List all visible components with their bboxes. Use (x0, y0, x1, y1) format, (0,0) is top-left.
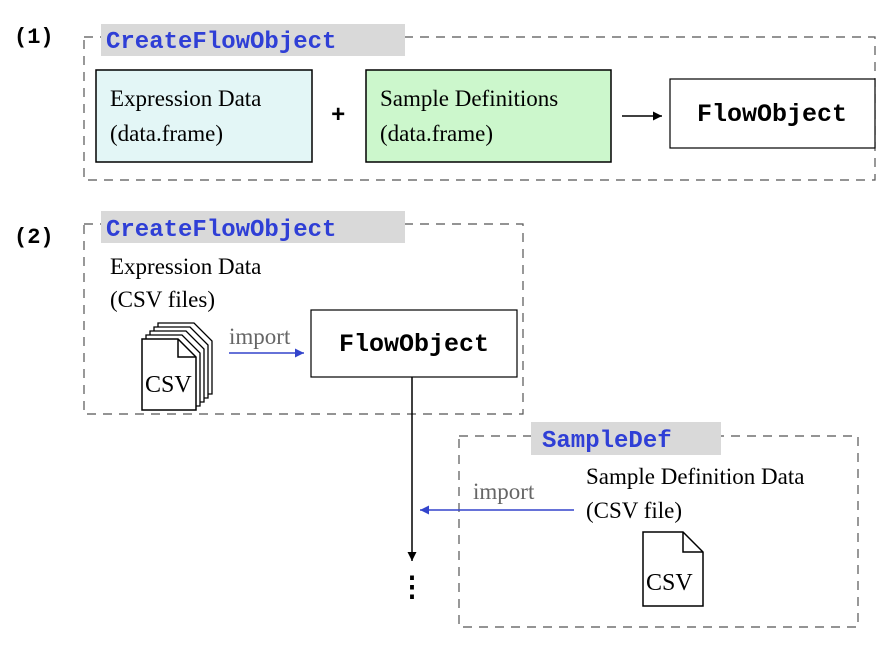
continuation-dots: ⋮ (398, 572, 426, 603)
section1-function-label-bg (101, 24, 405, 56)
csv-files-stack-label: CSV (145, 372, 192, 398)
sample-definition-text-line2: (CSV file) (586, 498, 682, 523)
section2-function-label-bg (101, 211, 405, 243)
section2-function-label: CreateFlowObject (106, 217, 336, 244)
section1-function-label: CreateFlowObject (106, 29, 336, 56)
flowobject-box-2 (310, 309, 518, 378)
flowobject-box-1 (669, 78, 876, 149)
csv-files-stack-icon (141, 322, 213, 411)
flowobject-label-2: FlowObject (339, 330, 489, 359)
section2-dashed-frame (83, 223, 524, 415)
plus-sign: + (331, 103, 345, 130)
step-label-1: (1) (14, 25, 54, 50)
section3-function-label: SampleDef (542, 428, 672, 455)
step-label-2: (2) (14, 225, 54, 250)
import-label-3: import (473, 479, 535, 504)
sample-definition-text-line1: Sample Definition Data (586, 464, 804, 489)
sample-definitions-box-line1: Sample Definitions (380, 86, 558, 111)
import-label-2: import (229, 324, 291, 349)
expression-data-box-line1: Expression Data (110, 86, 261, 111)
section1-dashed-frame (83, 36, 876, 181)
expression-data-box-line2: (data.frame) (110, 121, 223, 146)
expression-data-box (95, 69, 313, 163)
csv-expression-text-line2: (CSV files) (110, 287, 215, 312)
csv-expression-text-line1: Expression Data (110, 254, 261, 279)
sample-definitions-box (365, 69, 612, 163)
csv-file-icon (642, 531, 704, 607)
section3-function-label-bg (531, 422, 721, 455)
csv-file-label: CSV (646, 570, 693, 596)
sample-definitions-box-line2: (data.frame) (380, 121, 493, 146)
flowobject-label-1: FlowObject (697, 100, 847, 129)
